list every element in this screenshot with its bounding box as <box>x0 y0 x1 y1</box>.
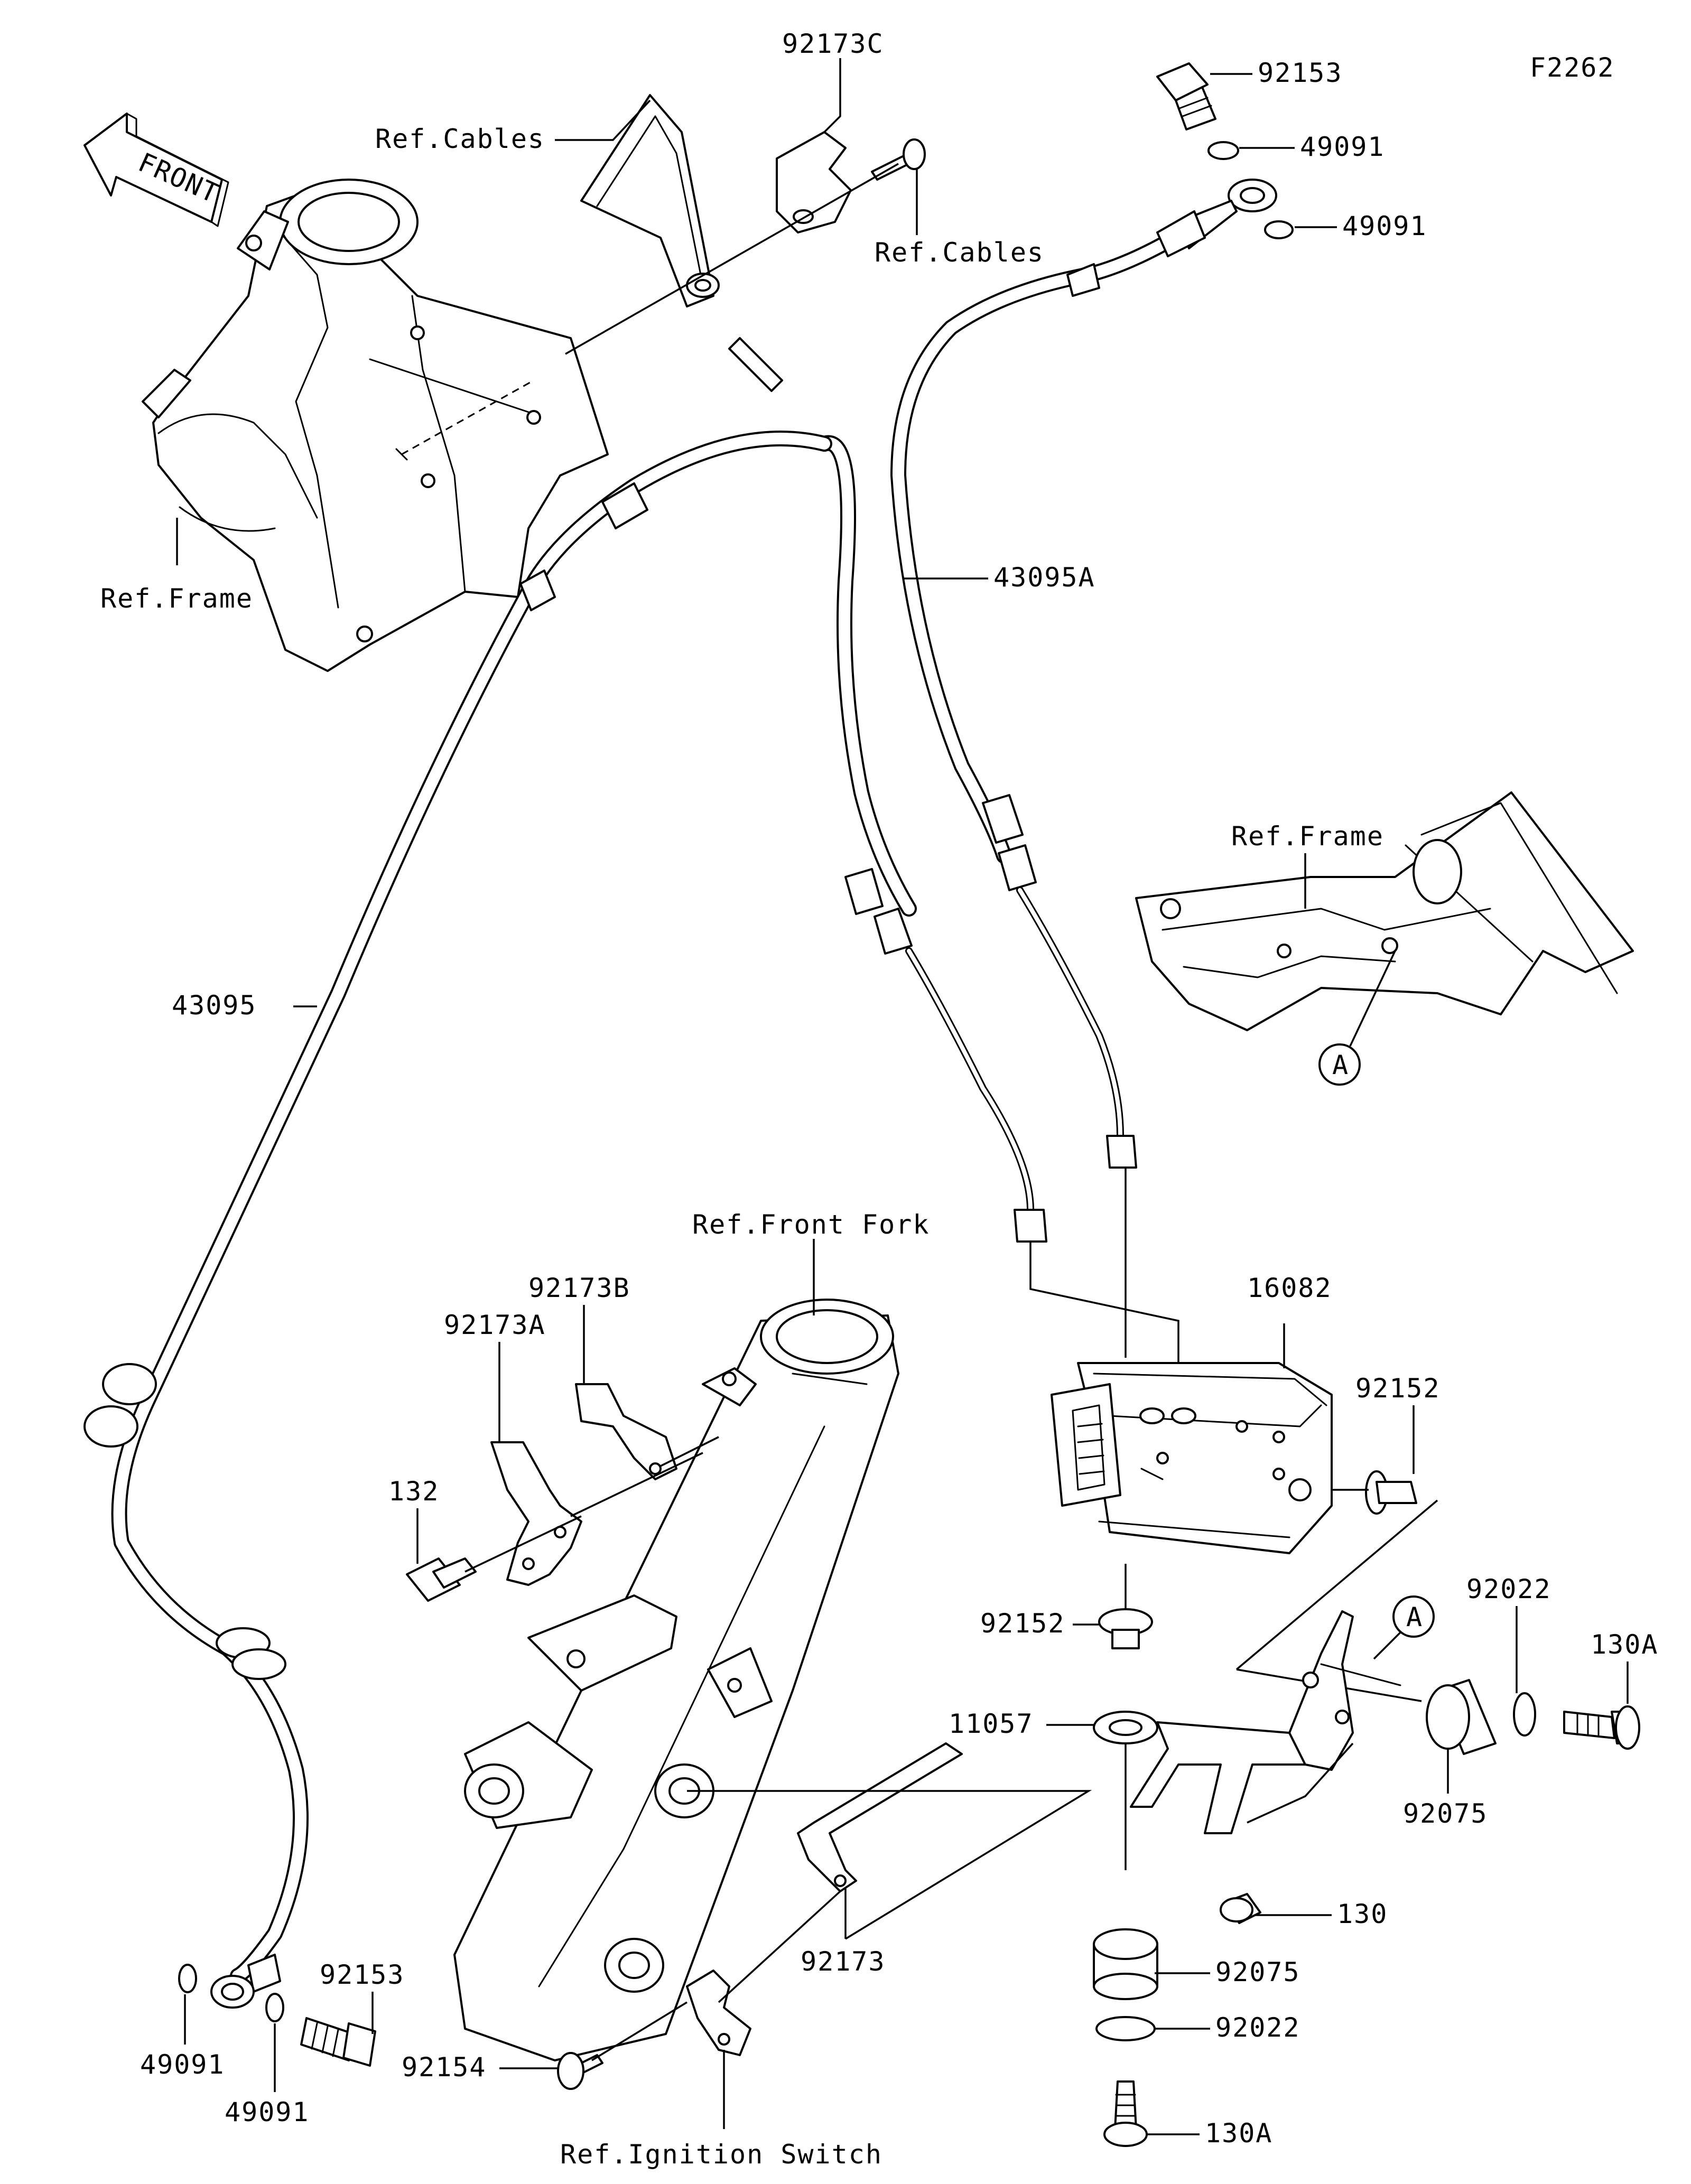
washer-92022-right <box>1513 1692 1536 1737</box>
label-ref-frame-left: Ref.Frame <box>100 583 253 614</box>
grommet-92075-right <box>1426 1679 1497 1755</box>
part-labels: F2262 92173C Ref.Cables Ref.Cables 92153… <box>100 29 1658 2170</box>
washer-49091-top1 <box>1207 141 1239 160</box>
label-132: 132 <box>388 1476 439 1507</box>
bolt-130A-right <box>1563 1705 1640 1750</box>
bolt-130 <box>1220 1893 1261 1924</box>
label-ref-front-fork: Ref.Front Fork <box>692 1209 930 1240</box>
bracket-11057 <box>1093 1610 1401 1834</box>
label-92152-mid: 92152 <box>980 1608 1065 1639</box>
clamp-92173A <box>490 1441 582 1586</box>
clamp-92173B <box>575 1383 677 1480</box>
frame-head <box>142 179 609 672</box>
assembly-line-mounts <box>1125 1742 1354 1870</box>
diagram-id: F2262 <box>1530 52 1615 83</box>
label-49091-bl2: 49091 <box>225 2097 310 2127</box>
label-92153-bottom: 92153 <box>320 1959 405 1990</box>
label-16082: 16082 <box>1247 1273 1332 1303</box>
cable-guide-bracket <box>580 94 783 392</box>
banjo-bolt-92153-bottom <box>300 2017 376 2067</box>
clamp-92173C <box>776 131 852 234</box>
label-ref-cables-right: Ref.Cables <box>875 237 1044 268</box>
front-fork-lower <box>453 1299 899 2061</box>
callout-a-bracket-text: A <box>1406 1602 1423 1632</box>
label-92154: 92154 <box>402 2052 487 2083</box>
label-130A-right: 130A <box>1591 1629 1658 1660</box>
washer-49091-bl1 <box>178 1964 197 1993</box>
ignition-switch-bracket <box>686 1970 751 2056</box>
label-92022-right: 92022 <box>1466 1574 1551 1604</box>
label-11057: 11057 <box>949 1709 1034 1739</box>
assembly-line-clamps <box>464 1436 719 1573</box>
banjo-bolt-92153-top <box>1156 62 1216 130</box>
washer-49091-bl2 <box>265 1993 284 2022</box>
brake-hose-43095A <box>890 210 1206 1169</box>
label-92153-top: 92153 <box>1258 58 1343 88</box>
assembly-line-fork <box>687 1790 1092 1940</box>
screw-92154 <box>557 2052 603 2090</box>
label-92173C: 92173C <box>782 29 884 59</box>
callout-a-frame-text: A <box>1332 1050 1349 1080</box>
front-arrow-icon: FRONT <box>83 113 229 227</box>
label-49091-bl1: 49091 <box>140 2049 225 2080</box>
grommet-92075-bottom <box>1093 1928 1158 2000</box>
callout-a-frame: A <box>1318 950 1396 1086</box>
washer-49091-top2 <box>1264 220 1294 239</box>
label-92173B: 92173B <box>528 1273 630 1303</box>
label-43095A: 43095A <box>993 562 1095 593</box>
damper-92152-right <box>1365 1470 1417 1515</box>
assembly-line-clamp <box>565 163 899 355</box>
assembly-line-hoses <box>1029 1168 1179 1611</box>
label-ref-cables-top: Ref.Cables <box>375 124 545 154</box>
label-130: 130 <box>1337 1899 1388 1929</box>
callout-a-bracket: A <box>1373 1595 1435 1660</box>
label-130A-bottom: 130A <box>1205 2118 1272 2149</box>
frame-section-right <box>1135 791 1634 1031</box>
label-49091-top1: 49091 <box>1300 132 1385 162</box>
brake-hose-43095 <box>83 431 1047 2009</box>
label-92075-right: 92075 <box>1403 1798 1488 1829</box>
label-92075-bottom: 92075 <box>1215 1957 1300 1987</box>
bolt-130A-bottom <box>1103 2080 1148 2147</box>
leader-lines <box>176 58 1629 2135</box>
label-92152-right: 92152 <box>1355 1373 1441 1404</box>
label-92022-bottom: 92022 <box>1215 2012 1300 2043</box>
assembly-line-ignition <box>591 1890 841 2061</box>
label-92173: 92173 <box>801 1946 886 1977</box>
washer-92022-bottom <box>1095 2016 1156 2041</box>
label-92173A: 92173A <box>444 1310 546 1340</box>
label-ref-ignition: Ref.Ignition Switch <box>560 2139 882 2170</box>
abs-hydraulic-unit-16082 <box>1051 1362 1333 1554</box>
bolt-132 <box>406 1557 477 1602</box>
label-ref-frame-right: Ref.Frame <box>1231 821 1384 852</box>
clamp-92173 <box>797 1742 963 1892</box>
label-49091-top2: 49091 <box>1342 211 1427 241</box>
damper-92152-mid <box>1098 1608 1153 1649</box>
label-43095: 43095 <box>172 990 257 1021</box>
